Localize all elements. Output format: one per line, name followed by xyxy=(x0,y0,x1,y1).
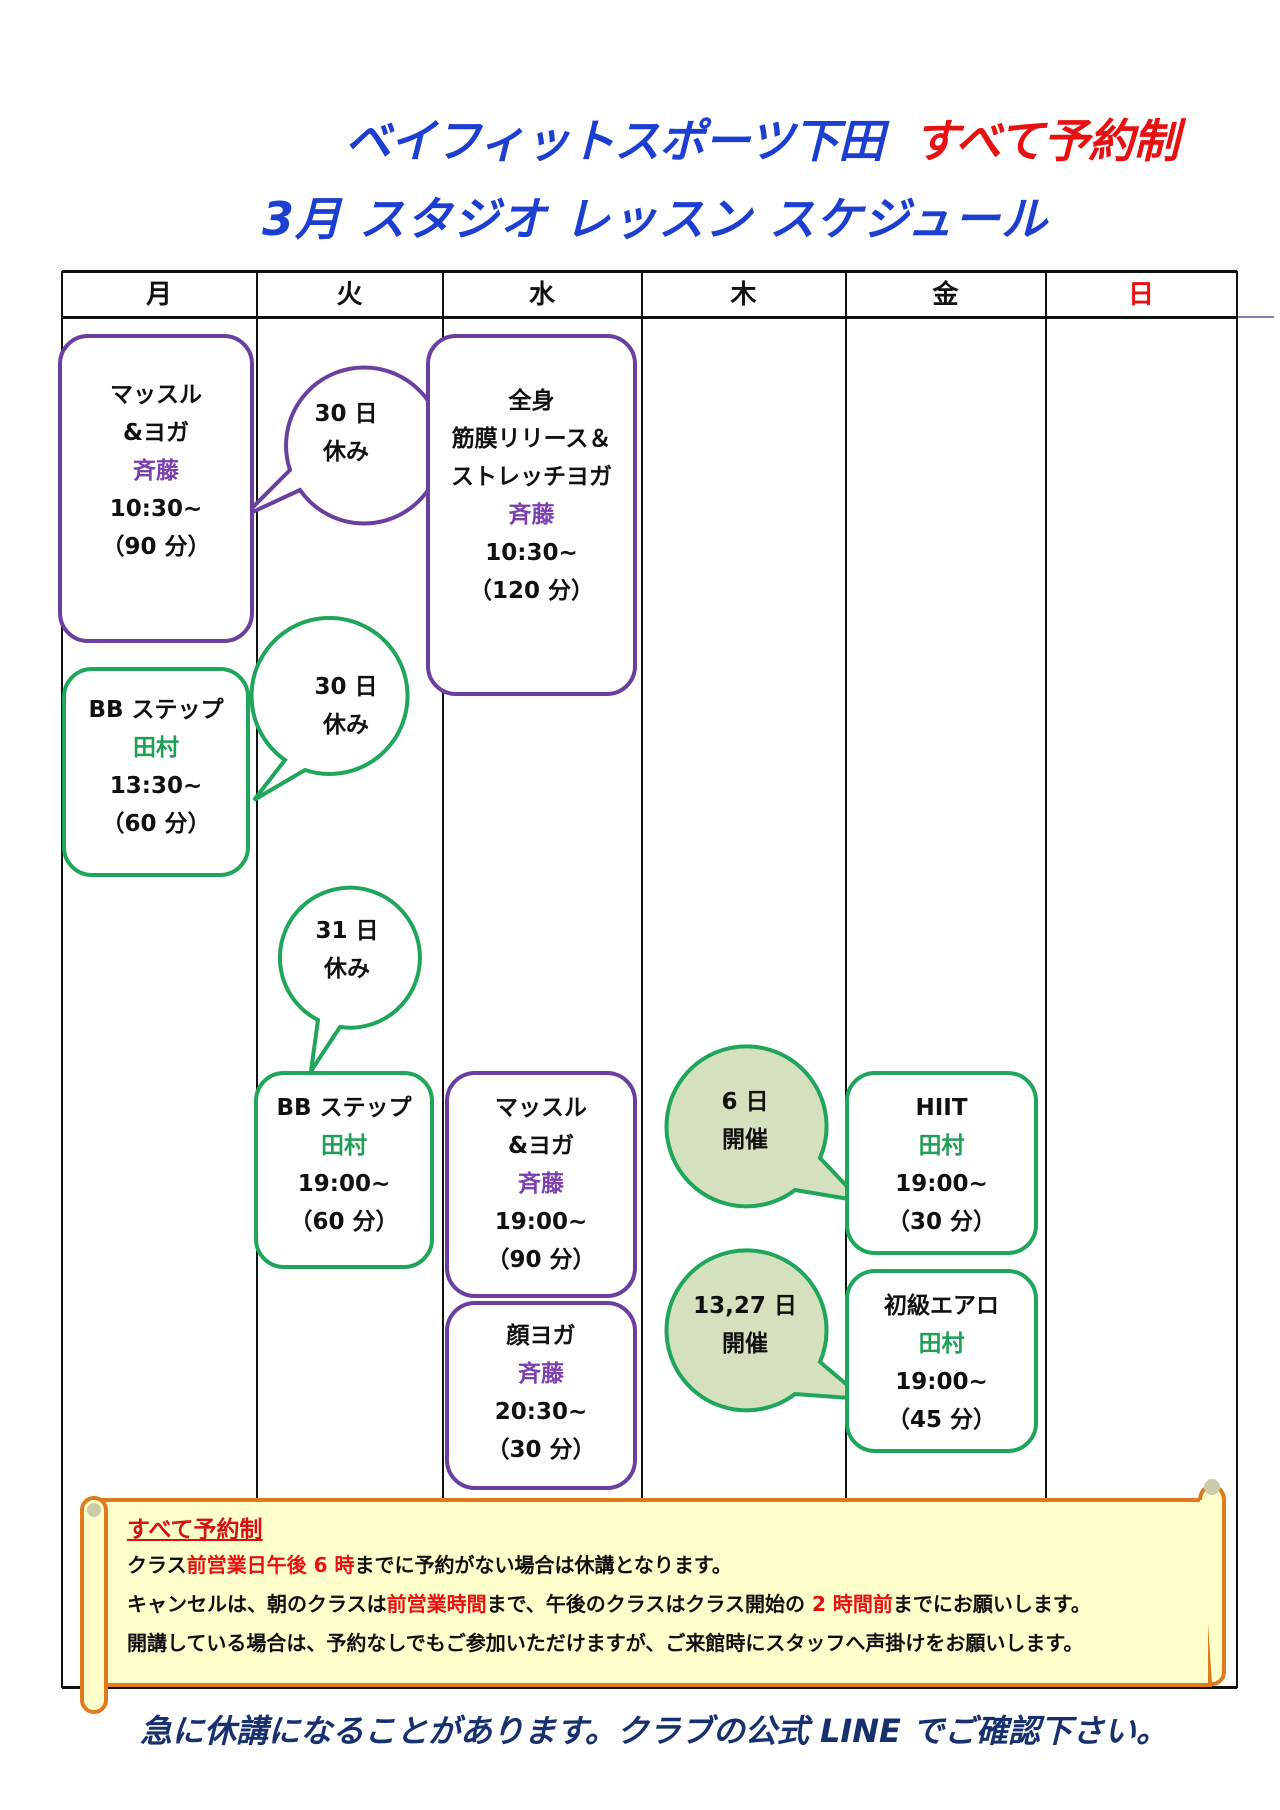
lesson-wed-face-yoga[interactable]: 顔ヨガ 斉藤 20:30~（30 分） xyxy=(445,1301,637,1490)
instructor-name: 斉藤 xyxy=(518,1171,564,1197)
footer-notice: 急に休講になることがあります。クラブの公式 LINE でご確認下さい。 xyxy=(140,1712,1169,1750)
notice-line-1: クラス前営業日午後 6 時までに予約がない場合は休講となります。 xyxy=(127,1553,732,1577)
table-top-border xyxy=(62,270,1237,273)
bubble-tue-30-closed-2: 30 日休み xyxy=(314,674,378,738)
day-header-sun: 日 xyxy=(1127,280,1154,310)
bubble-tue-30-closed: 30 日休み xyxy=(314,401,378,465)
gym-name: ベイフィットスポーツ下田 xyxy=(345,114,884,168)
lesson-mon-bb-step[interactable]: BB ステップ 田村 13:30~（60 分） xyxy=(62,667,250,877)
column-divider xyxy=(442,271,444,1688)
notice-heading: すべて予約制 xyxy=(127,1517,263,1543)
column-divider xyxy=(1236,271,1238,1688)
instructor-name: 田村 xyxy=(918,1331,965,1357)
day-header-fri: 金 xyxy=(932,280,959,310)
bubble-thu-6-held: 6 日開催 xyxy=(721,1089,769,1153)
stray-line xyxy=(1238,316,1274,318)
notice-line-3: 開講している場合は、予約なしでもご参加いただけますが、ご来館時にスタッフへ声掛け… xyxy=(127,1631,1084,1655)
day-header-wed: 水 xyxy=(528,280,555,310)
day-header-tue: 火 xyxy=(336,280,363,310)
column-divider xyxy=(641,271,643,1688)
instructor-name: 斉藤 xyxy=(518,1361,564,1387)
reservation-label: すべて予約制 xyxy=(913,114,1179,168)
column-divider xyxy=(256,271,258,1688)
table-bottom-border xyxy=(62,1686,1237,1689)
column-divider xyxy=(61,271,63,1688)
lesson-tue-bb-step[interactable]: BB ステップ 田村 19:00~（60 分） xyxy=(254,1071,434,1269)
column-divider xyxy=(845,271,847,1688)
page-subtitle: 3月 スタジオ レッスン スケジュール xyxy=(262,192,1048,246)
lesson-fri-hiit[interactable]: HIIT 田村 19:00~（30 分） xyxy=(845,1071,1038,1255)
lesson-mon-muscle-yoga[interactable]: マッスル&ヨガ 斉藤 10:30~（90 分） xyxy=(58,334,254,643)
bubble-shape-b3 xyxy=(277,885,422,1073)
bubble-shape-b2 xyxy=(249,615,410,802)
bubble-tue-31-closed: 31 日休み xyxy=(315,918,379,982)
page-title: ベイフィットスポーツ下田すべて予約制 xyxy=(345,105,1179,171)
instructor-name: 田村 xyxy=(918,1133,965,1159)
lesson-wed-muscle-yoga[interactable]: マッスル&ヨガ 斉藤 19:00~（90 分） xyxy=(445,1071,637,1298)
bubble-thu-13-27-held: 13,27 日開催 xyxy=(693,1293,797,1357)
column-divider xyxy=(1045,271,1047,1688)
lesson-fri-beginner-aero[interactable]: 初級エアロ 田村 19:00~（45 分） xyxy=(845,1269,1038,1453)
lesson-wed-fascia-stretch[interactable]: 全身筋膜リリース＆ストレッチヨガ 斉藤 10:30~（120 分） xyxy=(426,334,637,696)
instructor-name: 田村 xyxy=(321,1133,367,1159)
bubble-shape-b5 xyxy=(664,1248,871,1413)
bubble-shape-b4 xyxy=(664,1044,867,1209)
instructor-name: 田村 xyxy=(133,735,179,761)
instructor-name: 斉藤 xyxy=(508,502,555,528)
header-divider xyxy=(62,316,1237,319)
day-header-thu: 木 xyxy=(730,280,757,310)
instructor-name: 斉藤 xyxy=(133,458,179,484)
day-header-mon: 月 xyxy=(145,280,172,310)
notice-line-2: キャンセルは、朝のクラスは前営業時間まで、午後のクラスはクラス開始の 2 時間前… xyxy=(127,1592,1091,1616)
